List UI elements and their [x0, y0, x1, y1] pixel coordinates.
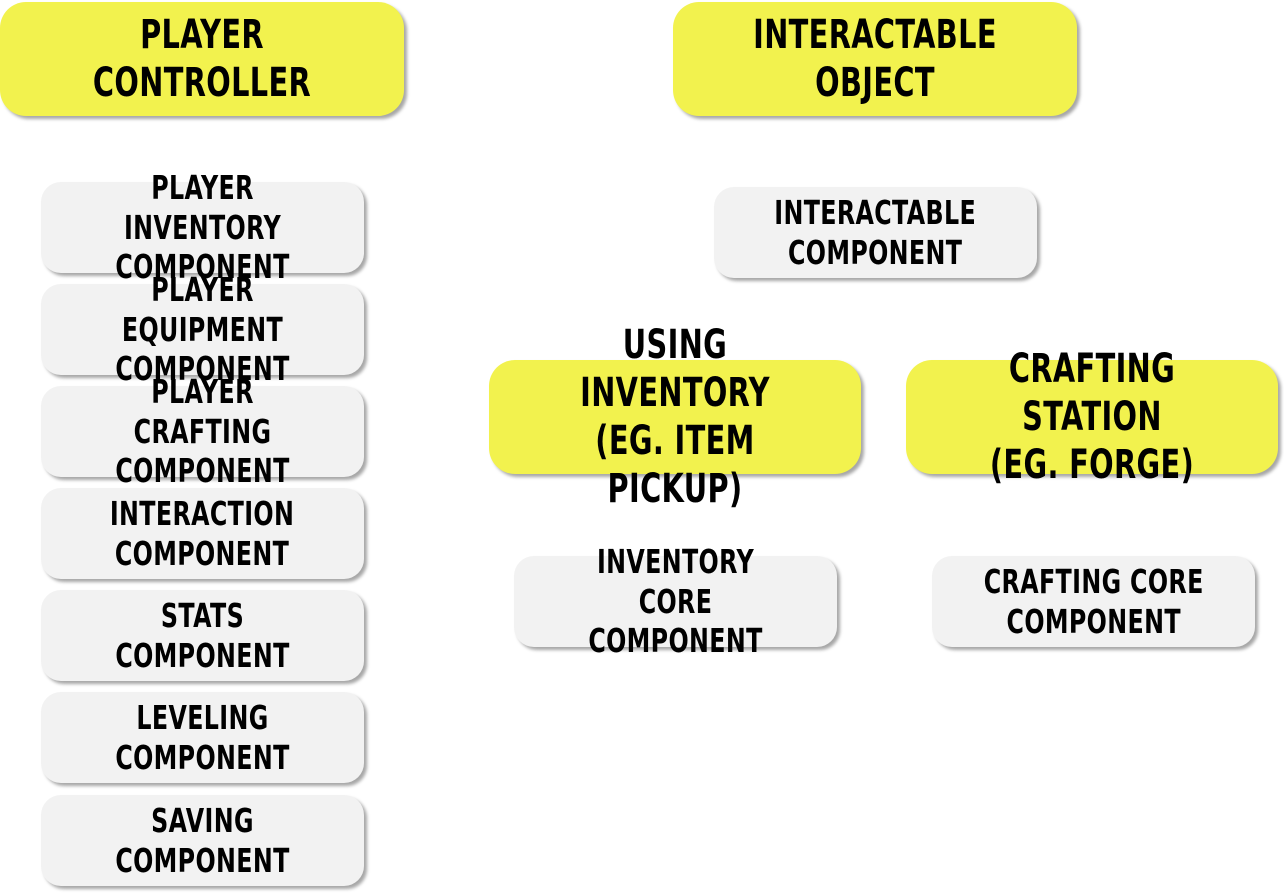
- inventory-core-component-label: INVENTORY CORE COMPONENT: [588, 542, 763, 661]
- interactable-object-label: INTERACTABLE OBJECT: [753, 12, 997, 106]
- leveling-component-label: LEVELING COMPONENT: [115, 697, 290, 777]
- crafting-station-label: CRAFTING STATION (EG. FORGE): [989, 346, 1195, 488]
- interactable-component-label: INTERACTABLE COMPONENT: [774, 192, 977, 272]
- player-inventory-component-node: PLAYER INVENTORY COMPONENT: [41, 168, 364, 286]
- crafting-core-component-label: CRAFTING CORE COMPONENT: [983, 561, 1204, 641]
- player-inventory-component-label: PLAYER INVENTORY COMPONENT: [115, 168, 290, 287]
- player-crafting-component-node: PLAYER CRAFTING COMPONENT: [41, 372, 364, 490]
- saving-component-node: SAVING COMPONENT: [41, 795, 364, 886]
- saving-component-label: SAVING COMPONENT: [115, 800, 290, 880]
- leveling-component-node: LEVELING COMPONENT: [41, 692, 364, 783]
- inventory-core-component-node: INVENTORY CORE COMPONENT: [514, 542, 837, 660]
- using-inventory-label: USING INVENTORY (EG. ITEM PICKUP): [580, 322, 770, 512]
- interactable-object-node: INTERACTABLE OBJECT: [673, 2, 1077, 116]
- interactable-component-node: INTERACTABLE COMPONENT: [714, 187, 1037, 278]
- using-inventory-node: USING INVENTORY (EG. ITEM PICKUP): [489, 322, 861, 512]
- interaction-component-node: INTERACTION COMPONENT: [41, 488, 364, 579]
- interaction-component-label: INTERACTION COMPONENT: [110, 493, 295, 573]
- player-controller-node: PLAYER CONTROLLER: [0, 2, 404, 116]
- player-controller-label: PLAYER CONTROLLER: [92, 12, 312, 106]
- crafting-core-component-node: CRAFTING CORE COMPONENT: [932, 556, 1255, 647]
- crafting-station-node: CRAFTING STATION (EG. FORGE): [906, 346, 1278, 488]
- stats-component-label: STATS COMPONENT: [115, 595, 290, 675]
- stats-component-node: STATS COMPONENT: [41, 590, 364, 681]
- player-equipment-component-label: PLAYER EQUIPMENT COMPONENT: [115, 270, 290, 389]
- player-crafting-component-label: PLAYER CRAFTING COMPONENT: [115, 372, 290, 491]
- player-equipment-component-node: PLAYER EQUIPMENT COMPONENT: [41, 270, 364, 388]
